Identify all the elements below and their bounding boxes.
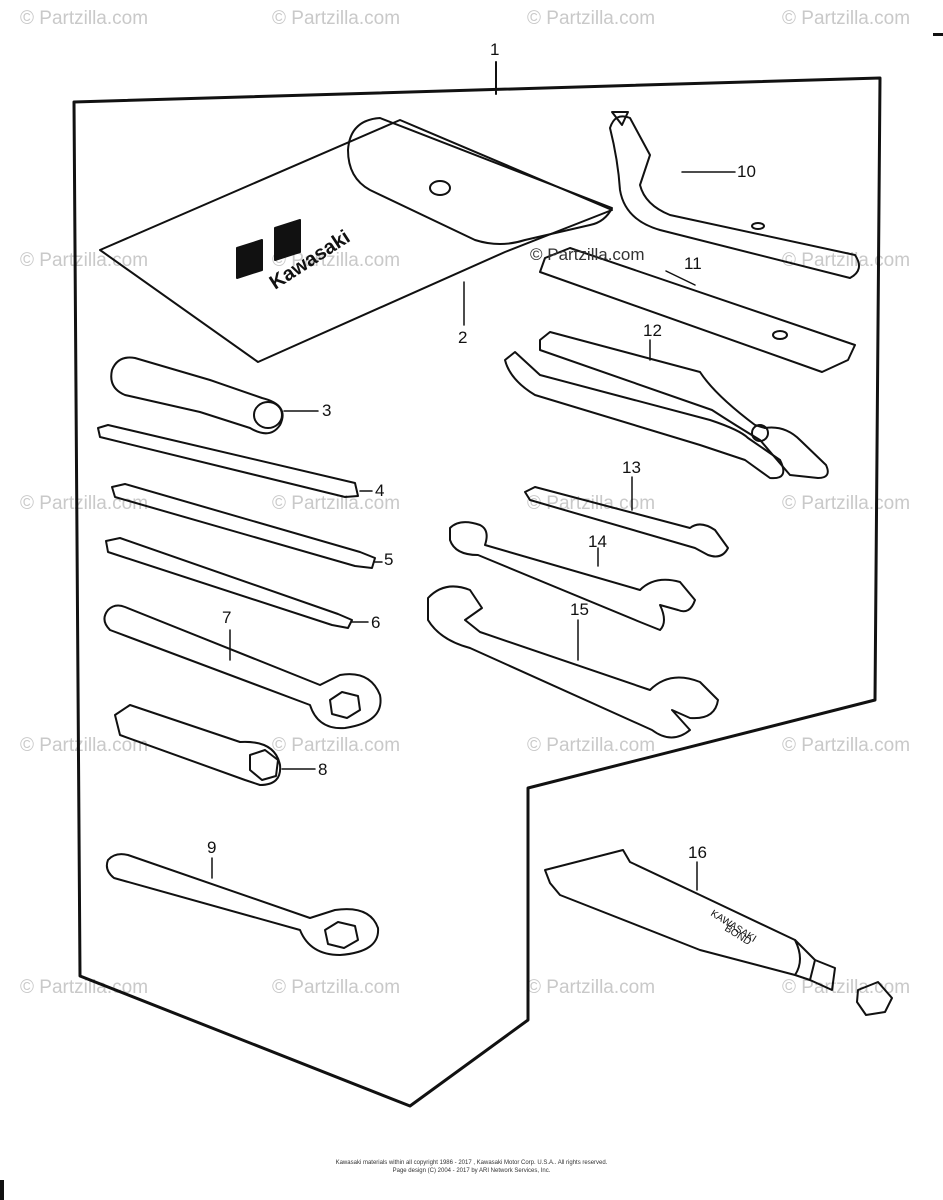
pliers <box>504 331 829 480</box>
bond-tube <box>544 849 893 1016</box>
watermark: © Partzilla.com <box>782 8 911 29</box>
callout-15: 15 <box>570 600 589 619</box>
watermark: © Partzilla.com <box>272 493 401 514</box>
open-end-wrench-medium <box>449 521 696 631</box>
box-wrench <box>103 604 382 730</box>
callout-3: 3 <box>322 401 332 420</box>
flat-bar-tool <box>539 247 856 373</box>
callout-4: 4 <box>375 481 385 500</box>
callout-9: 9 <box>207 838 217 857</box>
screwdriver-handle <box>110 356 319 435</box>
watermark: © Partzilla.com <box>272 977 401 998</box>
scan-edge-mark <box>933 33 943 36</box>
callout-13: 13 <box>622 458 641 477</box>
tool-pouch <box>99 117 613 363</box>
watermark: © Partzilla.com <box>272 250 401 271</box>
watermark: © Partzilla.com <box>20 8 149 29</box>
callout-11: 11 <box>684 254 702 273</box>
watermark: © Partzilla.com <box>527 8 656 29</box>
watermark: © Partzilla.com <box>527 735 656 756</box>
screwdriver-blade-5 <box>111 483 376 569</box>
open-end-wrench-large <box>427 585 719 739</box>
screwdriver-blade-4 <box>97 424 359 498</box>
watermark: © Partzilla.com <box>782 735 911 756</box>
callout-1: 1 <box>490 40 500 59</box>
footer-page-design: Page design (C) 2004 - 2017 by ARI Netwo… <box>392 1168 551 1174</box>
box-wrench-long <box>105 853 380 956</box>
center-watermark: © Partzilla.com <box>530 245 645 264</box>
callout-16: 16 <box>688 843 707 862</box>
screwdriver-blade-6 <box>105 537 353 629</box>
callout-12: 12 <box>643 321 662 340</box>
callout-8: 8 <box>318 760 328 779</box>
callout-2: 2 <box>458 328 468 347</box>
watermark: © Partzilla.com <box>20 735 149 756</box>
callout-6: 6 <box>371 613 381 632</box>
callout-5: 5 <box>384 550 394 569</box>
callout-10: 10 <box>737 162 756 181</box>
callout-14: 14 <box>588 532 607 551</box>
watermark: © Partzilla.com <box>527 977 656 998</box>
hook-spanner <box>609 111 860 279</box>
watermark: © Partzilla.com <box>272 8 401 29</box>
kit-boundary <box>72 76 882 1108</box>
callout-7: 7 <box>222 608 232 627</box>
watermark: © Partzilla.com <box>20 977 149 998</box>
watermark: © Partzilla.com <box>20 250 149 271</box>
scan-edge-mark <box>0 1180 4 1200</box>
watermark: © Partzilla.com <box>272 735 401 756</box>
open-end-wrench-small <box>524 476 729 558</box>
footer-copyright: Kawasaki materials within all copyright … <box>335 1160 608 1166</box>
socket-extension <box>114 704 316 786</box>
